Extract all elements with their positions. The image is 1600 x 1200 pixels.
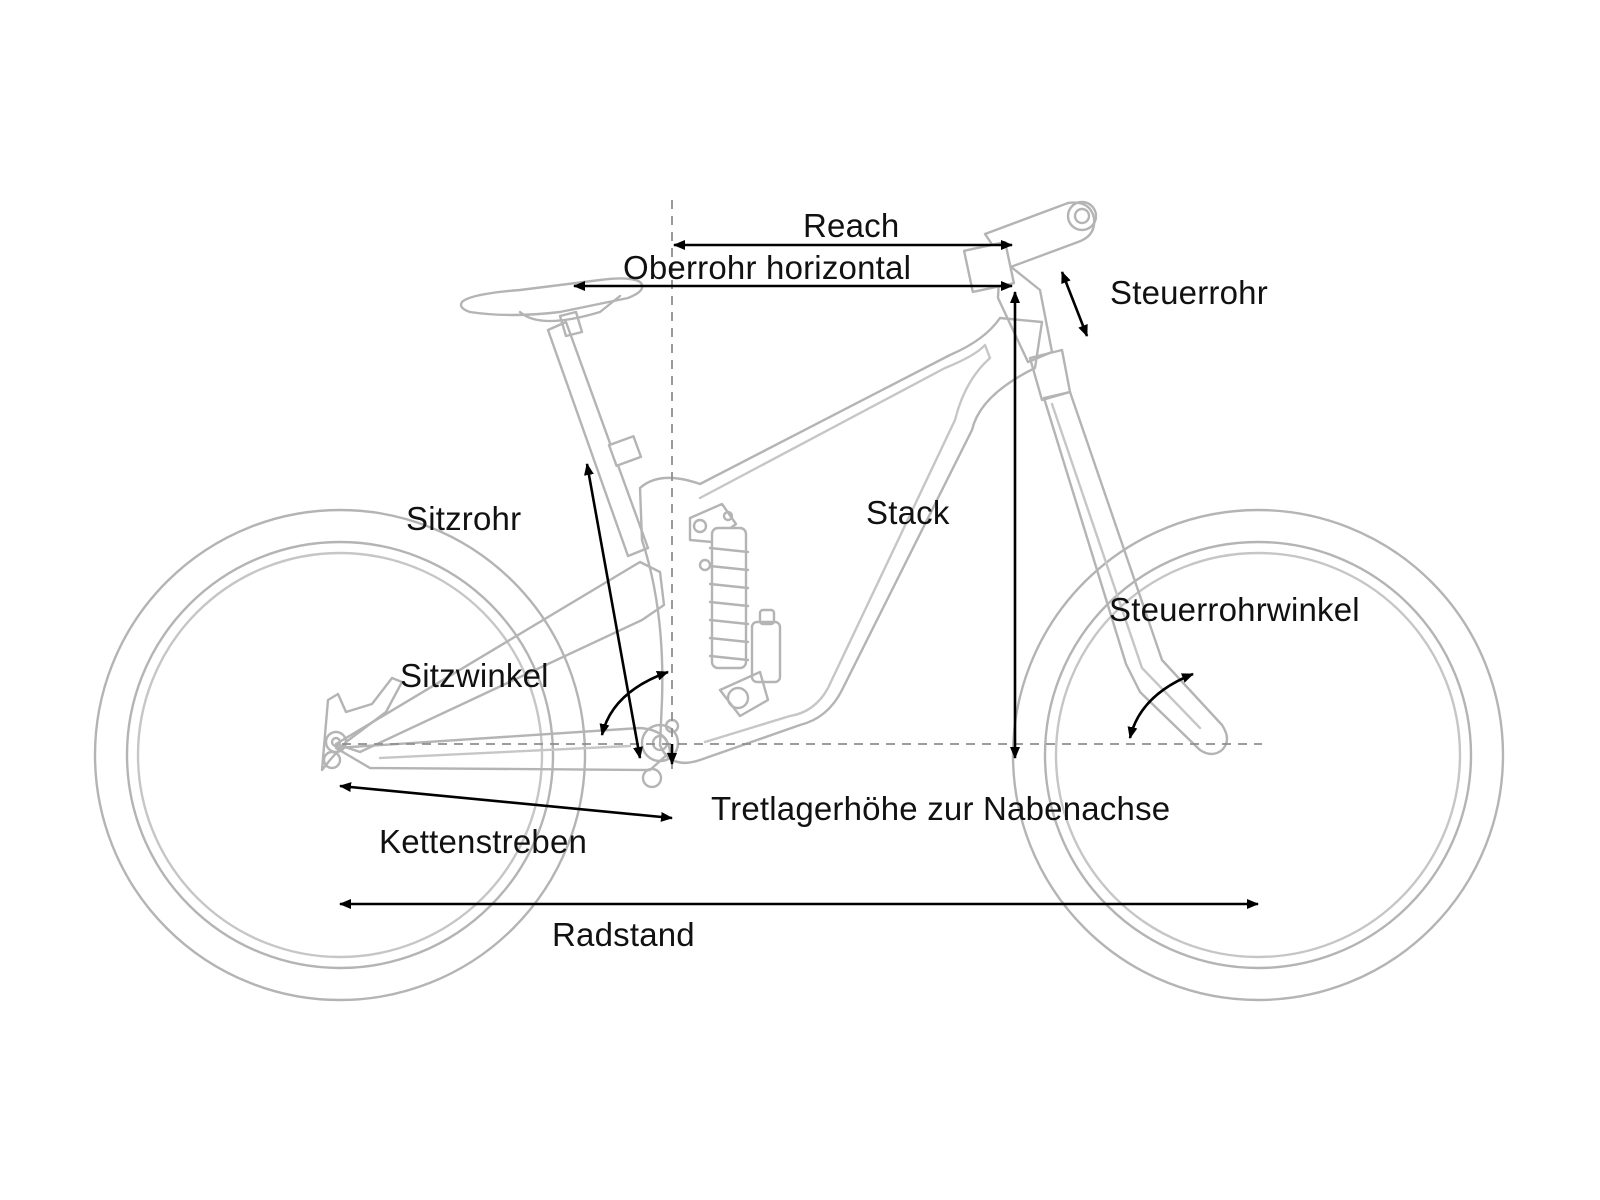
seat-tube-label: Sitzrohr xyxy=(406,500,522,537)
head-tube xyxy=(996,256,1054,364)
chain-stays xyxy=(334,726,672,772)
top-tube-horizontal-label: Oberrohr horizontal xyxy=(623,249,912,286)
rear-shock xyxy=(698,526,782,718)
head-tube-label: Steuerrohr xyxy=(1110,274,1268,311)
stack-label: Stack xyxy=(866,494,950,531)
bb-height-label: Tretlagerhöhe zur Nabenachse xyxy=(711,790,1171,827)
seat-tube-arrow xyxy=(584,463,643,759)
seat-angle-arc xyxy=(599,670,669,736)
chainstays-label: Kettenstreben xyxy=(379,823,588,860)
head-tube-angle-label: Steuerrohrwinkel xyxy=(1109,591,1360,628)
chainstay-arrow xyxy=(339,782,673,822)
front-wheel xyxy=(1011,508,1505,1002)
rear-wheel xyxy=(93,508,587,1002)
wheelbase-label: Radstand xyxy=(552,916,695,953)
head-tube-arrow xyxy=(1060,271,1089,337)
head-tube-angle-arc xyxy=(1127,672,1194,739)
saddle xyxy=(459,277,644,317)
seat-angle-label: Sitzwinkel xyxy=(400,657,549,694)
dimension-arrows xyxy=(339,240,1259,909)
reach-label: Reach xyxy=(803,207,900,244)
rear-dropout xyxy=(320,676,404,772)
